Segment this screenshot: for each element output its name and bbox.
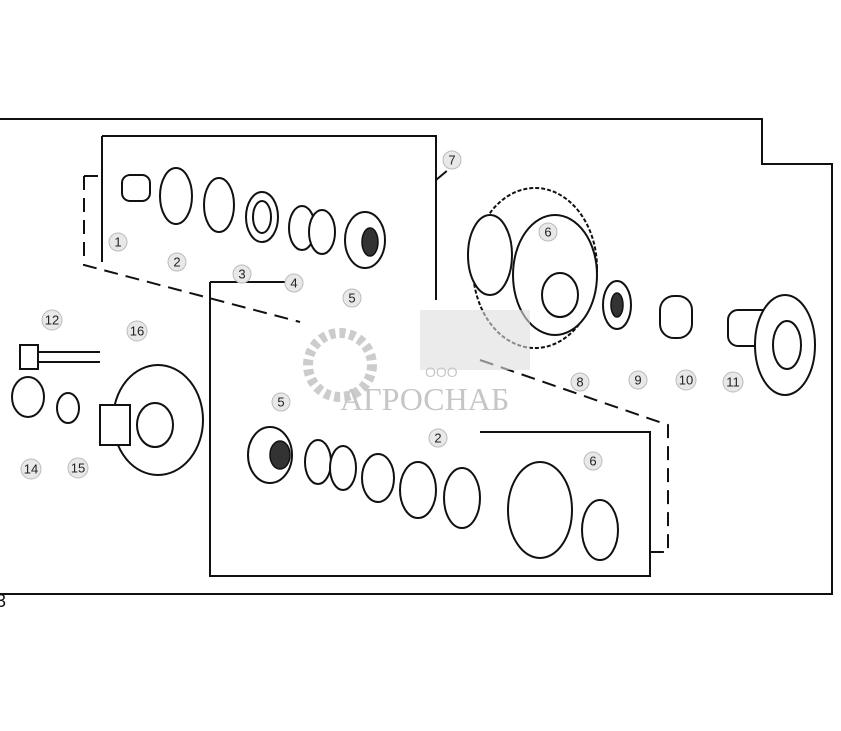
svg-text:5: 5	[277, 395, 284, 410]
svg-text:2: 2	[173, 255, 180, 270]
rings-lower	[304, 439, 395, 503]
svg-text:15: 15	[71, 461, 85, 476]
callout-10: 10	[675, 369, 697, 391]
differential-gear-housing	[467, 187, 598, 349]
watermark-logo: ООО АГРОСНАБ	[303, 310, 530, 417]
callout-14: 14	[20, 458, 42, 480]
svg-text:2: 2	[434, 431, 441, 446]
callout-11: 11	[722, 371, 744, 393]
callout-7: 7	[442, 150, 462, 170]
svg-text:5: 5	[348, 291, 355, 306]
part-1-bushing	[121, 174, 151, 202]
part-5-gear	[344, 211, 386, 269]
svg-text:9: 9	[634, 373, 641, 388]
svg-text:14: 14	[24, 462, 38, 477]
part-12-bolt	[19, 344, 100, 370]
watermark-name: АГРОСНАБ	[340, 381, 509, 417]
svg-text:6: 6	[589, 454, 596, 469]
watermark-prefix: ООО	[425, 364, 458, 380]
part-14-ring	[11, 376, 45, 418]
callout-6: 6	[538, 222, 558, 242]
svg-text:11: 11	[726, 375, 740, 390]
callout-9: 9	[628, 370, 648, 390]
upper-group-box	[101, 135, 437, 300]
outer-frame	[0, 118, 833, 595]
svg-text:6: 6	[544, 225, 551, 240]
figure-number-fragment: 3	[0, 591, 6, 611]
part-3-ring	[245, 191, 279, 243]
part-15-nut	[56, 392, 80, 424]
svg-text:8: 8	[576, 375, 583, 390]
callout-2: 2	[167, 252, 187, 272]
part-5-gear-lower	[247, 426, 293, 484]
svg-text:16: 16	[130, 324, 144, 339]
svg-text:12: 12	[45, 313, 59, 328]
part-9-bearing	[602, 280, 632, 330]
callouts: 1 2 3 4 5 7 6 8 9 10 11 12 16 14 15 5 2 …	[20, 150, 744, 480]
callout-16: 16	[126, 320, 148, 342]
part-4-rings	[288, 205, 336, 255]
part-2-rings-lower	[399, 461, 481, 529]
callout-5: 5	[342, 288, 362, 308]
svg-text:3: 3	[238, 267, 245, 282]
callout-2-lower: 2	[428, 428, 448, 448]
part-6-case	[507, 461, 619, 561]
svg-text:10: 10	[679, 373, 693, 388]
callout-15: 15	[67, 457, 89, 479]
callout-12: 12	[41, 309, 63, 331]
callout-1: 1	[108, 232, 128, 252]
svg-text:1: 1	[114, 235, 121, 250]
part-10-cup	[659, 295, 693, 339]
callout-3: 3	[232, 264, 252, 284]
part-11-flange	[727, 294, 816, 396]
svg-text:4: 4	[290, 276, 297, 291]
part-16-carrier	[99, 364, 204, 476]
part-2-rings	[159, 167, 235, 233]
callout-5-lower: 5	[271, 392, 291, 412]
callout-6-lower: 6	[583, 451, 603, 471]
lower-dashed-outline	[479, 359, 669, 553]
callout-4: 4	[284, 273, 304, 293]
svg-text:7: 7	[448, 153, 455, 168]
callout-8: 8	[570, 372, 590, 392]
